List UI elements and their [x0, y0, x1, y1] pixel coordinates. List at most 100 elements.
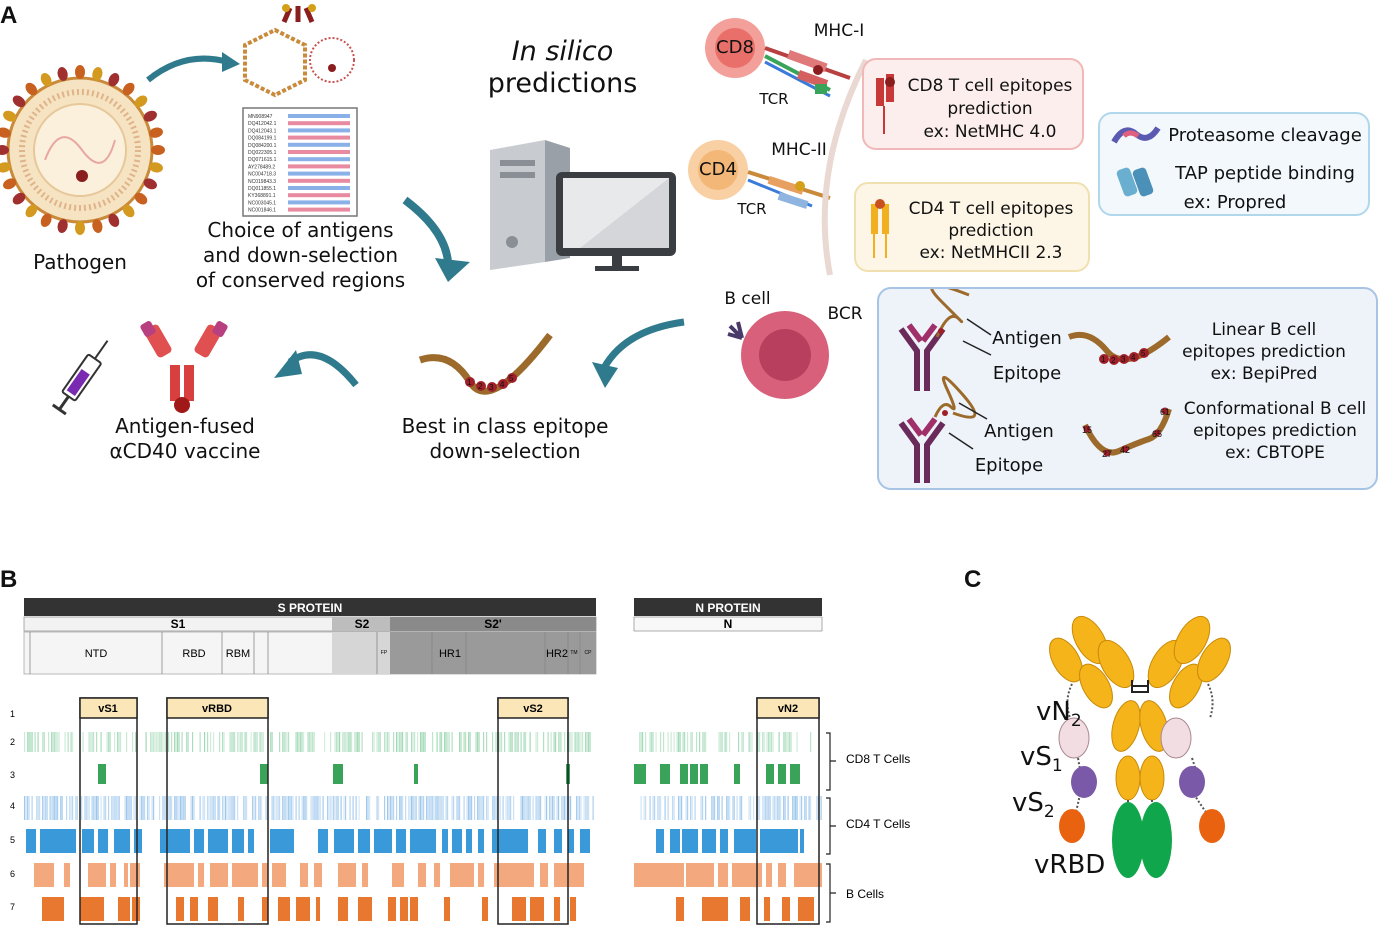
track-block [554, 897, 560, 921]
track-tick [741, 732, 743, 752]
track-tick [445, 796, 447, 820]
track-block [40, 829, 76, 853]
track-tick [682, 732, 684, 752]
track-tick [670, 732, 672, 752]
alignment-id: DQ412043.1 [248, 128, 277, 134]
cd8-box-line2: prediction [947, 99, 1033, 119]
track-tick [333, 796, 335, 820]
track-tick [742, 732, 744, 752]
vs1-sub: 1 [1051, 756, 1063, 777]
track-tick [768, 796, 770, 820]
epitope-number: 3 [489, 383, 494, 392]
track-tick [447, 732, 449, 752]
track-tick [276, 796, 278, 820]
track-tick [663, 732, 665, 752]
track-tick [565, 796, 567, 820]
track-tick [177, 796, 179, 820]
alignment-id: DQ084199.1 [248, 136, 277, 142]
track-tick [366, 796, 368, 820]
track-block [676, 897, 684, 921]
track-tick [190, 796, 192, 820]
alignment-id: KY368891.1 [248, 193, 276, 199]
track-tick [148, 796, 150, 820]
track-tick [336, 796, 338, 820]
track-tick [402, 796, 404, 820]
track-tick [343, 796, 345, 820]
track-tick [204, 796, 206, 820]
track-tick [354, 732, 356, 752]
track-tick [246, 796, 248, 820]
alignment-id: DQ071615.1 [248, 157, 277, 163]
track-tick [496, 796, 498, 820]
track-tick [562, 796, 564, 820]
track-tick [330, 796, 332, 820]
track-tick [100, 732, 102, 752]
track-block [670, 829, 680, 853]
track-tick [379, 732, 381, 752]
track-block [718, 863, 728, 887]
track-tick [469, 732, 471, 752]
track-tick [535, 796, 537, 820]
track-tick [691, 732, 693, 752]
track-tick [768, 732, 770, 752]
track-tick [753, 796, 755, 820]
vs2-label: vS2 [523, 703, 543, 715]
track-tick [51, 732, 53, 752]
track-block [34, 863, 54, 887]
track-tick [114, 796, 116, 820]
track-block [262, 863, 268, 887]
track-tick [507, 796, 509, 820]
vn2-sub: 2 [1070, 711, 1082, 732]
track-block [194, 829, 204, 853]
epitope-bead [487, 382, 497, 392]
track-tick [796, 732, 798, 752]
track-tick [459, 796, 461, 820]
track-tick [525, 732, 527, 752]
track-tick [729, 732, 731, 752]
track-tick [243, 796, 245, 820]
track-tick [210, 732, 212, 752]
track-tick [762, 796, 764, 820]
track-tick [786, 732, 788, 752]
track-tick [180, 796, 182, 820]
track-tick [45, 796, 47, 820]
s2p-label: S2' [484, 617, 502, 631]
track-tick [582, 732, 584, 752]
spike-icon [149, 162, 163, 173]
track-tick [36, 796, 38, 820]
track-block [656, 829, 664, 853]
vs2-text: vS [1012, 788, 1044, 818]
antibody-bottom-icon [898, 417, 946, 483]
track-tick [288, 796, 290, 820]
alignment-id: MN908947 [248, 114, 273, 120]
track-block [778, 863, 786, 887]
track-tick [387, 796, 389, 820]
track-tick [477, 732, 479, 752]
alignment-sequence [288, 186, 350, 190]
track-block [690, 764, 698, 784]
track-tick [279, 796, 281, 820]
track-tick [337, 796, 339, 820]
track-block [452, 829, 462, 853]
track-tick [750, 796, 752, 820]
track-tick [39, 796, 41, 820]
track-tick [727, 796, 729, 820]
track-tick [420, 732, 422, 752]
vs1-domain-left [1071, 766, 1097, 798]
track-tick [351, 732, 353, 752]
track-tick [345, 796, 347, 820]
track-tick [585, 796, 587, 820]
alignment-sequence [288, 200, 350, 205]
s-protein-header [24, 598, 596, 616]
row-4: 4 [10, 801, 15, 811]
track-tick [346, 732, 348, 752]
track-block [98, 829, 108, 853]
epitope-number: 1 [1101, 355, 1106, 364]
track-tick [574, 732, 576, 752]
track-tick [153, 796, 155, 820]
track-tick [409, 796, 411, 820]
row-3: 3 [10, 770, 15, 780]
track-tick [463, 732, 465, 752]
cd4-box-line1: CD4 T cell epitopes [908, 199, 1074, 219]
track-tick [739, 796, 741, 820]
